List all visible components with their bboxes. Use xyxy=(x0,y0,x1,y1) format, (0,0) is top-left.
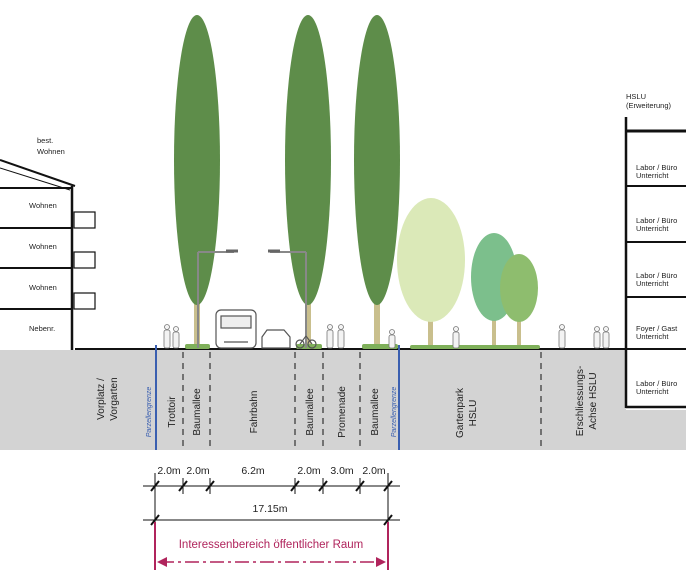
right-floor-label-2: Unterricht xyxy=(636,279,669,288)
zone-label-trottoir: Trottoir xyxy=(167,396,178,428)
dimension-ticks xyxy=(150,480,393,526)
dimension-label: 6.2m xyxy=(241,465,265,477)
right-floor-label-2: Unterricht xyxy=(636,387,669,396)
tall-tree-3 xyxy=(354,15,400,348)
zone-label-promenade: Promenade xyxy=(337,386,348,438)
right-floor-label-1: Labor / Büro xyxy=(636,271,677,280)
right-floor-label-2: Unterricht xyxy=(636,332,669,341)
zone-dividers xyxy=(182,352,542,448)
left-floor-label: Nebenr. xyxy=(29,324,55,333)
left-building-title-1: best. xyxy=(37,136,53,145)
dimension-label: 2.0m xyxy=(297,465,321,477)
tall-tree-2 xyxy=(285,15,331,348)
zone-label-baumallee: Baumallee xyxy=(370,388,381,436)
right-building-title-2: (Erweiterung) xyxy=(626,101,672,110)
left-floor-label: Wohnen xyxy=(29,201,57,210)
right-floor-label-2: Unterricht xyxy=(636,171,669,180)
right-building-title-1: HSLU xyxy=(626,92,646,101)
dimension-label: 3.0m xyxy=(330,465,354,477)
zone-label-baumallee: Baumallee xyxy=(305,388,316,436)
parcel-label-left: Parzellengrenze xyxy=(146,387,153,438)
zone-label-gartenpark-2: HSLU xyxy=(468,400,479,427)
total-width-label: 17.15m xyxy=(252,503,287,515)
right-floor-label-1: Labor / Büro xyxy=(636,379,677,388)
left-building-title-2: Wohnen xyxy=(37,147,65,156)
zone-label-vorplatz-2: Vorgarten xyxy=(109,377,120,420)
right-floor-label-2: Unterricht xyxy=(636,224,669,233)
zone-label-erschliessung: Erschliessungs- xyxy=(575,366,586,437)
park-tree-light xyxy=(397,198,465,348)
park-tree-small xyxy=(500,254,538,348)
parcel-label-right: Parzellengrenze xyxy=(391,387,398,438)
zone-label-gartenpark: Gartenpark xyxy=(455,387,466,438)
bus-icon xyxy=(215,309,257,349)
dimension-label: 2.0m xyxy=(186,465,210,477)
zone-label-vorplatz: Vorplatz / xyxy=(96,378,107,420)
left-floor-label: Wohnen xyxy=(29,283,57,292)
street-lamp-right xyxy=(268,249,307,348)
bicycle-icon xyxy=(295,335,317,349)
left-floor-label: Wohnen xyxy=(29,242,57,251)
pedestrian-icons xyxy=(163,324,610,349)
zone-label-fahrbahn: Fahrbahn xyxy=(249,391,260,434)
ground-section xyxy=(0,349,686,450)
dimension-label: 2.0m xyxy=(362,465,386,477)
zone-label-erschliessung-2: Achse HSLU xyxy=(588,372,599,429)
street-lamp-left xyxy=(197,249,238,348)
left-building xyxy=(0,159,96,350)
zone-label-baumallee: Baumallee xyxy=(192,388,203,436)
interest-area-label: Interessenbereich öffentlicher Raum xyxy=(179,539,364,551)
right-building xyxy=(624,117,686,410)
dimension-label: 2.0m xyxy=(157,465,181,477)
car-icon xyxy=(261,329,291,349)
right-floor-label-1: Labor / Büro xyxy=(636,163,677,172)
right-floor-label-1: Labor / Büro xyxy=(636,216,677,225)
interest-area-bracket xyxy=(154,522,389,570)
right-floor-label-1: Foyer / Gast xyxy=(636,324,678,333)
